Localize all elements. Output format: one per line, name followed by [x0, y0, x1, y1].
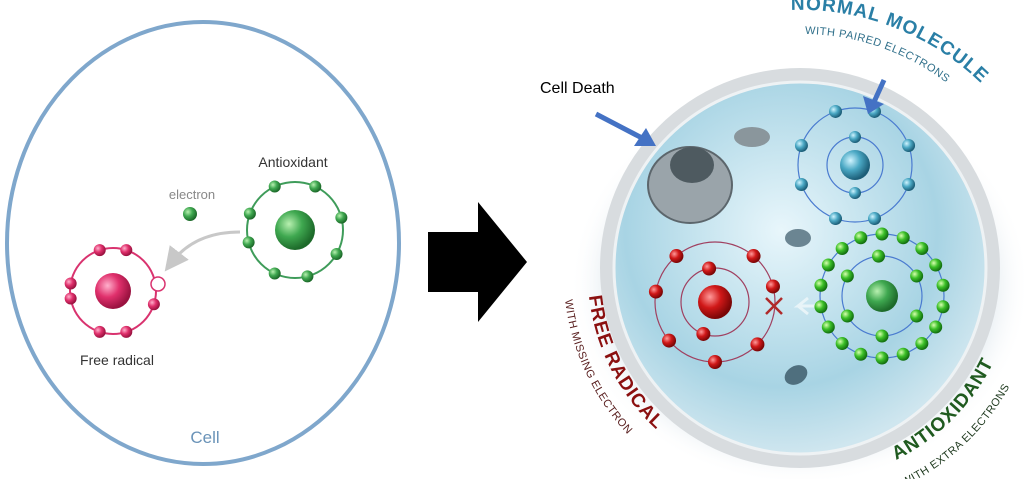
organelles [647, 127, 811, 385]
electron [93, 244, 106, 257]
electron [835, 242, 849, 256]
electron [120, 244, 133, 257]
electron [669, 249, 684, 264]
electron [915, 242, 929, 256]
free-radical-label: Free radical [80, 352, 154, 368]
electron [875, 351, 889, 365]
electron [902, 139, 916, 153]
mitochondrion-icon [785, 229, 811, 247]
free-radical-nucleus [698, 285, 732, 319]
missing-electron-slot [150, 276, 166, 292]
electron [875, 329, 889, 343]
electron [64, 277, 77, 290]
electron [849, 131, 861, 143]
electron [794, 177, 808, 191]
electron [840, 269, 854, 283]
electron [929, 258, 943, 272]
cell-death-arrowhead [634, 128, 656, 146]
antioxidant-nucleus [866, 280, 898, 312]
electron-transfer-arrow [164, 230, 241, 272]
electron [854, 231, 868, 245]
electron [867, 212, 881, 226]
right-cell-panel: Cell Death NORMAL MOLECULE WITH PAIRED E… [540, 0, 1024, 479]
cell-death-arrow [594, 111, 644, 141]
electron [835, 336, 849, 350]
electron [854, 347, 868, 361]
electron [330, 248, 343, 260]
nucleus-organelle [670, 147, 714, 183]
antioxidant-molecule-right [814, 227, 950, 365]
electron-label: electron [169, 187, 215, 202]
antioxidant-label: Antioxidant [258, 154, 327, 170]
free-radical-nucleus [95, 273, 131, 309]
electron [147, 298, 160, 311]
electron [648, 284, 663, 299]
electron [120, 325, 133, 338]
electron [936, 278, 950, 292]
electron [794, 139, 808, 153]
normal-molecule-arrowhead [863, 96, 884, 114]
electron [829, 104, 843, 118]
electron [765, 279, 780, 294]
electron [750, 337, 765, 352]
electron [268, 180, 281, 193]
electron [896, 231, 910, 245]
electron [708, 355, 722, 369]
electron [929, 320, 943, 334]
electron [814, 278, 828, 292]
normal-nucleus [840, 150, 870, 180]
electron [936, 300, 950, 314]
electron [662, 333, 677, 348]
cell-death-label: Cell Death [540, 80, 615, 97]
free-radical-molecule-right [648, 241, 780, 369]
free-electron [183, 207, 197, 221]
electron [902, 177, 916, 191]
antioxidant-molecule: Antioxidant [242, 154, 348, 283]
electron [301, 270, 314, 283]
mitochondrion-icon [784, 365, 808, 385]
cell-membrane [5, 20, 401, 466]
electron [910, 269, 924, 283]
electron [872, 249, 886, 263]
electron [829, 212, 843, 226]
electron [910, 309, 924, 323]
electron [849, 187, 861, 199]
transition-arrow [428, 202, 527, 322]
left-cell-panel: Cell Antioxidant electron Free radical [5, 20, 401, 466]
electron [335, 211, 348, 224]
electron [93, 325, 106, 338]
normal-molecule-arrow [871, 78, 887, 104]
antioxidant-nucleus [275, 210, 315, 250]
electron [309, 180, 322, 193]
electron [821, 320, 835, 334]
normal-molecule [794, 104, 916, 226]
cell-label: Cell [190, 428, 219, 447]
outer-orbit [797, 107, 913, 223]
organelle-small [734, 127, 770, 147]
electron [915, 336, 929, 350]
electron [746, 249, 761, 264]
electron [896, 347, 910, 361]
electron [243, 207, 256, 220]
electron [702, 261, 717, 276]
electron [821, 258, 835, 272]
electron [814, 300, 828, 314]
electron [64, 292, 77, 305]
antioxidant-orbit [246, 181, 344, 279]
electron [268, 267, 281, 280]
electron [840, 309, 854, 323]
electron [875, 227, 889, 241]
electron [242, 236, 255, 249]
free-radical-molecule: Free radical [64, 244, 166, 368]
blocked-x-icon [765, 297, 783, 315]
electron [696, 326, 711, 341]
